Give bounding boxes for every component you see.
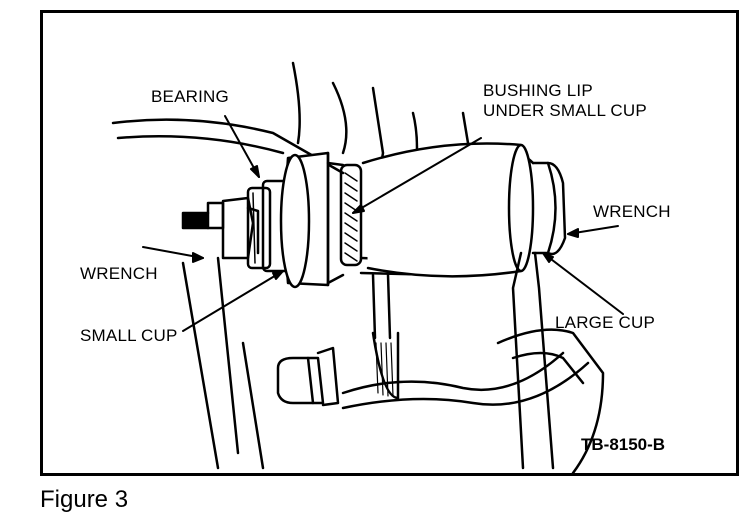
small-cup: [279, 151, 330, 289]
label-wrench-right: WRENCH: [593, 202, 671, 221]
figure-caption: Figure 3: [40, 486, 129, 513]
figure-tag: TB-8150-B: [581, 435, 666, 454]
right-wrench: [511, 161, 567, 470]
technical-illustration: [111, 61, 624, 473]
label-bushing-lip-line2: UNDER SMALL CUP: [483, 101, 647, 120]
large-cup: [361, 142, 535, 278]
bushing: [326, 161, 363, 285]
label-bushing-lip-line1: BUSHING LIP: [483, 81, 593, 100]
label-small-cup: SMALL CUP: [80, 326, 178, 345]
nut: [276, 346, 340, 407]
leader-large-cup: [542, 252, 624, 315]
left-wrench: [181, 196, 260, 455]
control-arm-outline: [111, 61, 605, 473]
figure-frame: BEARING BUSHING LIP UNDER SMALL CUP WREN…: [40, 10, 739, 476]
label-large-cup: LARGE CUP: [555, 313, 656, 332]
label-bearing: BEARING: [151, 87, 229, 106]
leader-lines: [142, 115, 624, 332]
leader-small-cup: [182, 270, 284, 332]
leader-bushing-lip: [352, 137, 482, 214]
label-wrench-left: WRENCH: [80, 264, 158, 283]
